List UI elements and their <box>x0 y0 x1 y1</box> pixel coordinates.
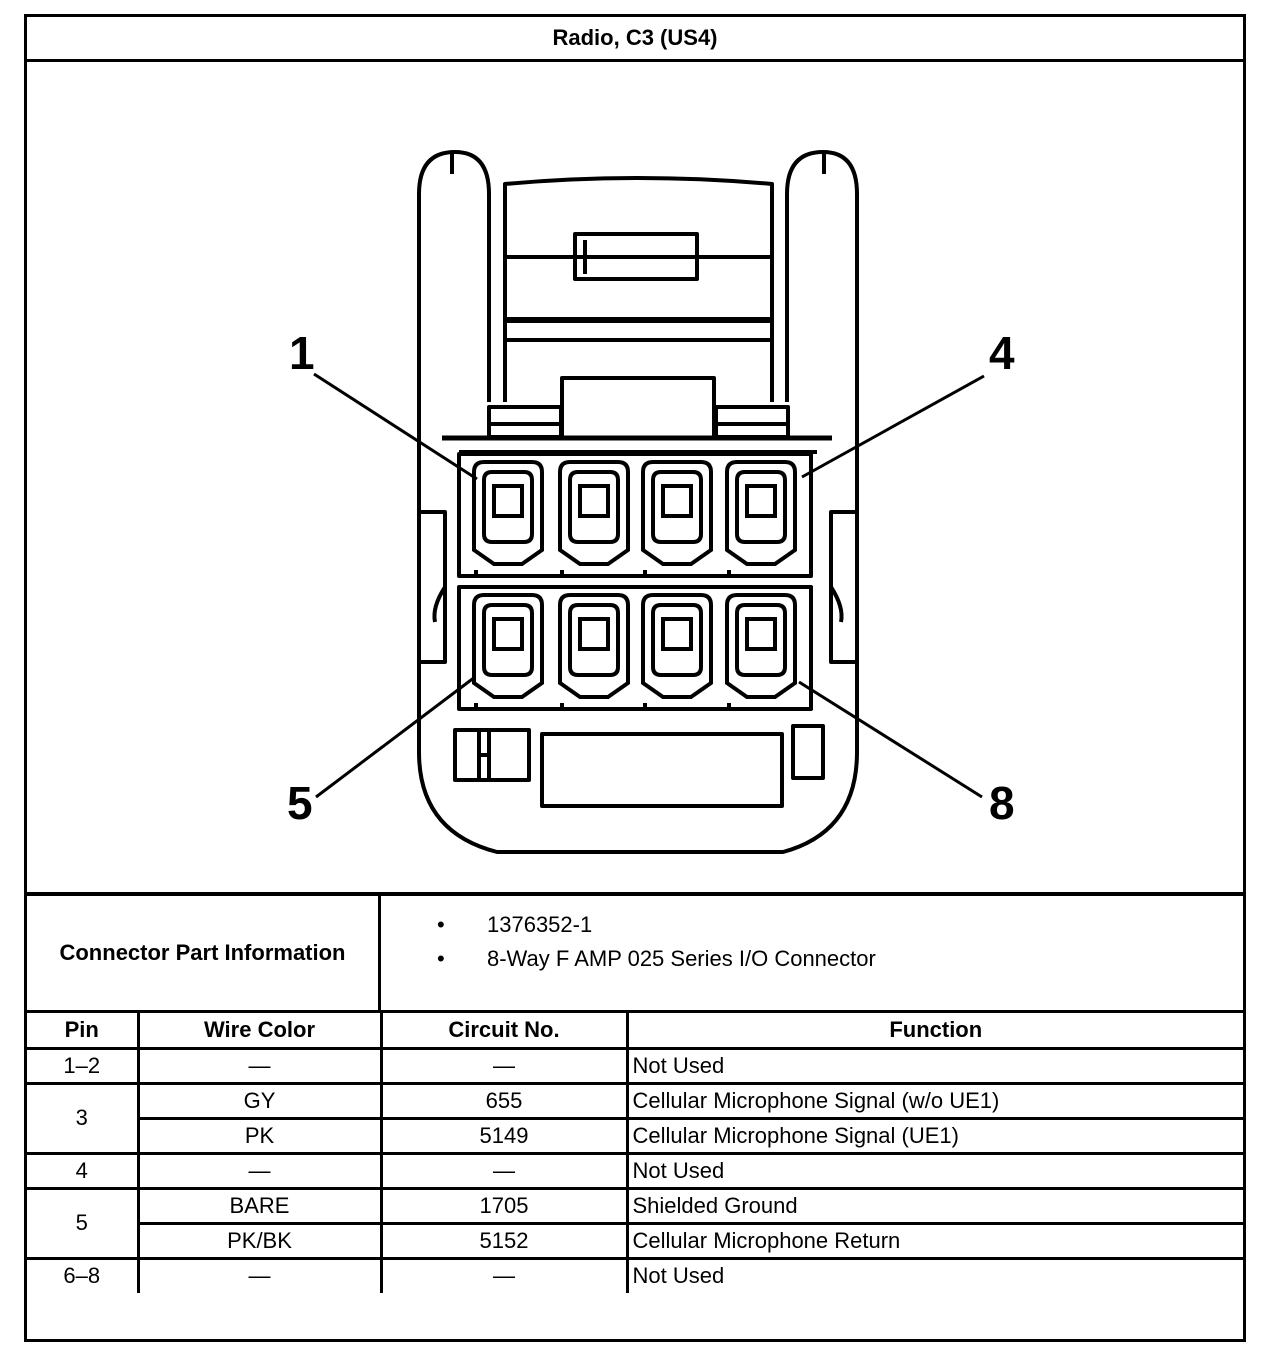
bullet-icon: • <box>437 946 445 971</box>
connector-sheet: Radio, C3 (US4) <box>24 14 1246 1342</box>
header-pin: Pin <box>27 1013 140 1050</box>
connector-diagram: 1 4 5 8 <box>27 62 1243 892</box>
part-info-item: • 1376352-1 <box>381 908 1243 942</box>
pin-cavity-2 <box>558 460 630 578</box>
pin-4-label: 4 <box>989 327 1015 379</box>
wire-color-cell: BARE <box>136 1186 383 1225</box>
function-cell: Cellular Microphone Signal (w/o UE1) <box>625 1081 1243 1120</box>
pin-cell: 3 <box>27 1081 140 1155</box>
pin-table-header: Pin Wire Color Circuit No. Function <box>27 1013 1243 1050</box>
circuit-no-cell: — <box>379 1151 629 1190</box>
header-circuit-no: Circuit No. <box>379 1013 629 1050</box>
pin-cavity-1 <box>472 460 544 578</box>
pin-1-label: 1 <box>289 327 315 379</box>
circuit-no-cell: 1705 <box>379 1186 629 1225</box>
wire-color-cell: — <box>136 1256 383 1293</box>
table-row: 6–8 — — Not Used <box>27 1256 1243 1293</box>
function-cell: Cellular Microphone Return <box>625 1221 1243 1260</box>
table-row: PK 5149 Cellular Microphone Signal (UE1) <box>27 1116 1243 1155</box>
table-row: 1–2 — — Not Used <box>27 1046 1243 1085</box>
circuit-no-cell: 655 <box>379 1081 629 1120</box>
connector-title: Radio, C3 (US4) <box>27 17 1243 62</box>
circuit-no-cell: — <box>379 1256 629 1293</box>
part-info-label: Connector Part Information <box>27 896 381 1010</box>
wire-color-cell: GY <box>136 1081 383 1120</box>
bullet-icon: • <box>437 912 445 937</box>
pin-cavity-5 <box>472 593 544 711</box>
header-function: Function <box>625 1013 1243 1050</box>
pin-cavity-7 <box>641 593 713 711</box>
function-cell: Cellular Microphone Signal (UE1) <box>625 1116 1243 1155</box>
wire-color-cell: PK/BK <box>136 1221 383 1260</box>
function-cell: Not Used <box>625 1256 1243 1293</box>
table-row: 3 GY 655 Cellular Microphone Signal (w/o… <box>27 1081 1243 1155</box>
pin-8-label: 8 <box>989 777 1015 829</box>
connector-face-drawing <box>313 150 985 854</box>
wire-color-cell: — <box>136 1046 383 1085</box>
part-info-item: • 8-Way F AMP 025 Series I/O Connector <box>381 942 1243 976</box>
header-wire-color: Wire Color <box>136 1013 383 1050</box>
circuit-no-cell: 5149 <box>379 1116 629 1155</box>
table-row: PK/BK 5152 Cellular Microphone Return <box>27 1221 1243 1260</box>
pin-cell: 4 <box>27 1151 140 1190</box>
pin-cavity-4 <box>725 460 797 578</box>
table-row: 5 BARE 1705 Shielded Ground <box>27 1186 1243 1260</box>
pin-cell: 6–8 <box>27 1256 140 1293</box>
function-cell: Not Used <box>625 1151 1243 1190</box>
pin-cell: 5 <box>27 1186 140 1260</box>
part-info-list: • 1376352-1 • 8-Way F AMP 025 Series I/O… <box>381 896 1243 1010</box>
wire-color-cell: PK <box>136 1116 383 1155</box>
pin-table: Pin Wire Color Circuit No. Function 1–2 … <box>27 1013 1243 1293</box>
part-number: 1376352-1 <box>487 912 593 937</box>
pin-cavity-8 <box>725 593 797 711</box>
function-cell: Not Used <box>625 1046 1243 1085</box>
function-cell: Shielded Ground <box>625 1186 1243 1225</box>
pin-cavity-3 <box>641 460 713 578</box>
table-row: 4 — — Not Used <box>27 1151 1243 1190</box>
circuit-no-cell: 5152 <box>379 1221 629 1260</box>
wire-color-cell: — <box>136 1151 383 1190</box>
connector-part-info: Connector Part Information • 1376352-1 •… <box>27 892 1243 1013</box>
pin-cavity-6 <box>558 593 630 711</box>
pin-5-label: 5 <box>287 777 313 829</box>
circuit-no-cell: — <box>379 1046 629 1085</box>
pin-cell: 1–2 <box>27 1046 140 1085</box>
part-description: 8-Way F AMP 025 Series I/O Connector <box>487 946 876 971</box>
